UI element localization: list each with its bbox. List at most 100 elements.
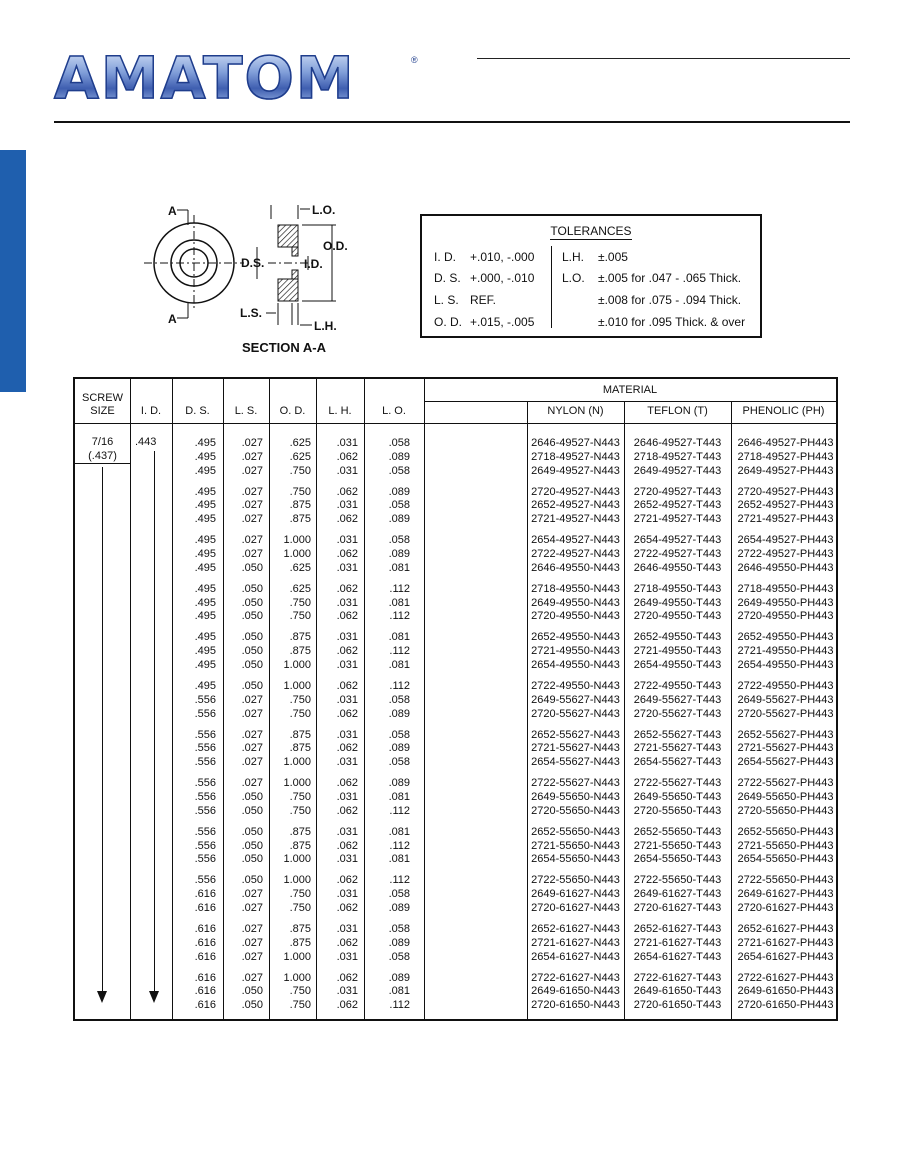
cell-lh: .031 [336, 756, 358, 769]
cell-ds: .495 [194, 513, 216, 526]
cell-ls: .027 [241, 485, 263, 498]
cell-lo: .112 [389, 839, 410, 852]
cell-phenolic-part: 2649-61627-PH443 [737, 888, 834, 901]
cell-lh: .062 [336, 582, 358, 595]
cell-phenolic-part: 2649-55627-PH443 [737, 693, 834, 706]
cell-od: .750 [289, 804, 311, 817]
cell-phenolic-part: 2720-61627-PH443 [737, 902, 834, 914]
cell-phenolic-part: 2721-49527-PH443 [737, 513, 834, 526]
cell-od: .625 [289, 561, 311, 574]
cell-od: .750 [289, 596, 311, 609]
cell-ds: .616 [194, 971, 216, 984]
cell-ls: .027 [241, 548, 263, 560]
cell-ds: .495 [194, 561, 216, 574]
cell-nylon-part: 2654-55627-N443 [531, 756, 620, 769]
cell-lh: .062 [336, 450, 358, 463]
cell-nylon-part: 2652-49550-N443 [531, 631, 620, 644]
cell-lo: .112 [389, 804, 410, 817]
tol-label: D. S. [434, 271, 461, 285]
cell-ls: .050 [241, 804, 263, 817]
cell-lh: .062 [336, 513, 358, 526]
cell-lh: .031 [336, 437, 358, 449]
cell-od: .625 [289, 437, 311, 449]
cell-ds: .495 [194, 450, 216, 463]
cell-od: .750 [289, 985, 311, 998]
cell-nylon-part: 2646-49527-N443 [531, 437, 620, 449]
cell-ls: .050 [241, 874, 263, 887]
cell-teflon-part: 2721-49550-T443 [633, 645, 722, 658]
cell-teflon-part: 2646-49527-T443 [633, 437, 722, 449]
cell-ls: .027 [241, 534, 263, 547]
cell-ds: .616 [194, 999, 216, 1012]
cell-lh: .031 [336, 561, 358, 574]
cell-phenolic-part: 2646-49527-PH443 [737, 437, 834, 449]
section-flange-bottom [277, 278, 299, 302]
cell-od: .875 [289, 513, 311, 526]
cell-od: .875 [289, 728, 311, 741]
cell-phenolic-part: 2654-55650-PH443 [737, 853, 834, 866]
cell-phenolic-part: 2721-61627-PH443 [737, 936, 834, 949]
cell-teflon-part: 2722-61627-T443 [633, 971, 722, 984]
cell-phenolic-part: 2649-49550-PH443 [737, 596, 834, 609]
cell-lh: .062 [336, 839, 358, 852]
cell-ls: .027 [241, 902, 263, 914]
cell-phenolic-part: 2720-55650-PH443 [737, 804, 834, 817]
cell-ds: .556 [194, 728, 216, 741]
cell-ls: .027 [241, 950, 263, 963]
cell-ds: .616 [194, 936, 216, 949]
tol-value: +.010, -.000 [470, 250, 535, 264]
diagram-label-od: O.D. [323, 239, 348, 253]
cell-teflon-part: 2720-55650-T443 [633, 804, 722, 817]
cell-ls: .027 [241, 936, 263, 949]
cell-nylon-part: 2646-49550-N443 [531, 561, 620, 574]
cell-phenolic-part: 2722-61627-PH443 [737, 971, 834, 984]
cell-lh: .031 [336, 853, 358, 866]
cell-ls: .027 [241, 756, 263, 769]
cell-od: .750 [289, 888, 311, 901]
cell-nylon-part: 2722-55650-N443 [531, 874, 620, 887]
tol-value: ±.005 [598, 250, 628, 264]
cell-ds: .556 [194, 777, 216, 790]
cell-lo: .081 [388, 659, 410, 671]
cell-lo: .089 [388, 777, 410, 790]
cell-nylon-part: 2721-55627-N443 [531, 742, 620, 755]
cell-od: .750 [289, 902, 311, 914]
cell-ds: .556 [194, 825, 216, 838]
cell-od: .750 [289, 791, 311, 803]
cell-phenolic-part: 2654-49550-PH443 [737, 659, 834, 671]
cell-phenolic-part: 2720-49527-PH443 [737, 485, 834, 498]
cell-lo: .089 [388, 902, 410, 914]
cell-ls: .050 [241, 631, 263, 644]
cell-lh: .031 [336, 985, 358, 998]
cell-nylon-part: 2720-49527-N443 [531, 485, 620, 498]
cell-lo: .112 [389, 582, 410, 595]
cell-lh: .031 [336, 464, 358, 477]
cell-od: 1.000 [283, 971, 311, 984]
cell-od: .875 [289, 499, 311, 512]
cell-nylon-part: 2722-49550-N443 [531, 680, 620, 692]
cell-phenolic-part: 2718-49550-PH443 [737, 582, 834, 595]
cell-ls: .050 [241, 791, 263, 803]
cell-od: 1.000 [283, 950, 311, 963]
cell-ds: .495 [194, 534, 216, 547]
cell-nylon-part: 2649-49550-N443 [531, 596, 620, 609]
cell-lh: .031 [336, 923, 358, 935]
cell-ls: .027 [241, 888, 263, 901]
cell-lo: .081 [388, 631, 410, 644]
cell-lh: .031 [336, 499, 358, 512]
cell-teflon-part: 2718-49550-T443 [633, 582, 722, 595]
header-phenolic: PHENOLIC (PH) [742, 405, 825, 417]
header-lo: L. O. [382, 405, 406, 417]
side-tab [0, 150, 26, 392]
cell-lo: .081 [388, 985, 410, 998]
screw-size-decimal: (.437) [88, 450, 117, 462]
cell-od: 1.000 [283, 874, 311, 887]
cell-lo: .058 [388, 728, 410, 741]
cell-teflon-part: 2722-49550-T443 [633, 680, 722, 692]
section-flange-top [277, 224, 299, 248]
header-ls: L. S. [234, 405, 258, 417]
cell-nylon-part: 2654-61627-N443 [531, 950, 620, 963]
cell-ls: .050 [241, 680, 263, 692]
cell-nylon-part: 2649-49527-N443 [531, 464, 620, 477]
cell-teflon-part: 2652-61627-T443 [633, 923, 722, 935]
